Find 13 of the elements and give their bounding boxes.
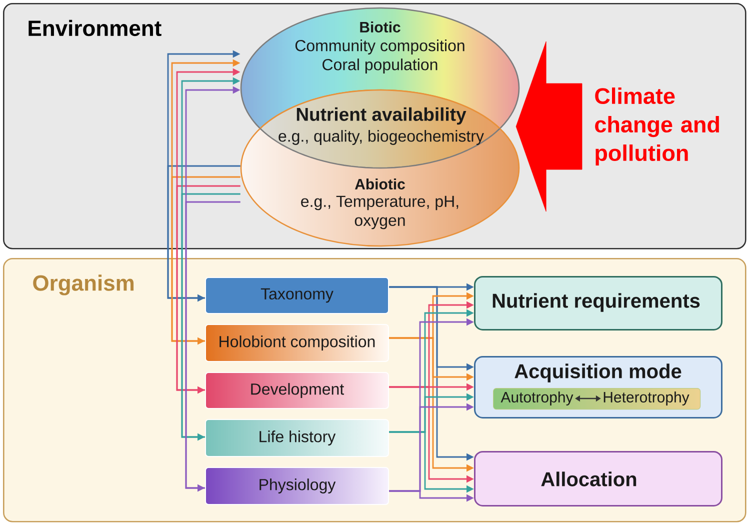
rounded-box: Allocation [474, 451, 722, 506]
gradient-box: Development [205, 372, 389, 409]
gradient-box: Life history [205, 419, 389, 457]
gradient-box: Holobiont composition [205, 324, 389, 362]
block-arrow [516, 41, 582, 212]
gradient-box: Taxonomy [205, 277, 389, 314]
bar-text: Heterotrophy [604, 392, 690, 406]
rounded-box: Nutrient requirements [474, 276, 722, 330]
gradient-bar [493, 388, 701, 410]
overlap-region: Nutrient availability e.g., quality, biogeochemistry [260, 89, 500, 169]
bar-text: Autotrophy [500, 392, 574, 406]
callout-text: Climate change and pollution [595, 88, 719, 166]
gradient-box: Physiology [205, 467, 389, 505]
